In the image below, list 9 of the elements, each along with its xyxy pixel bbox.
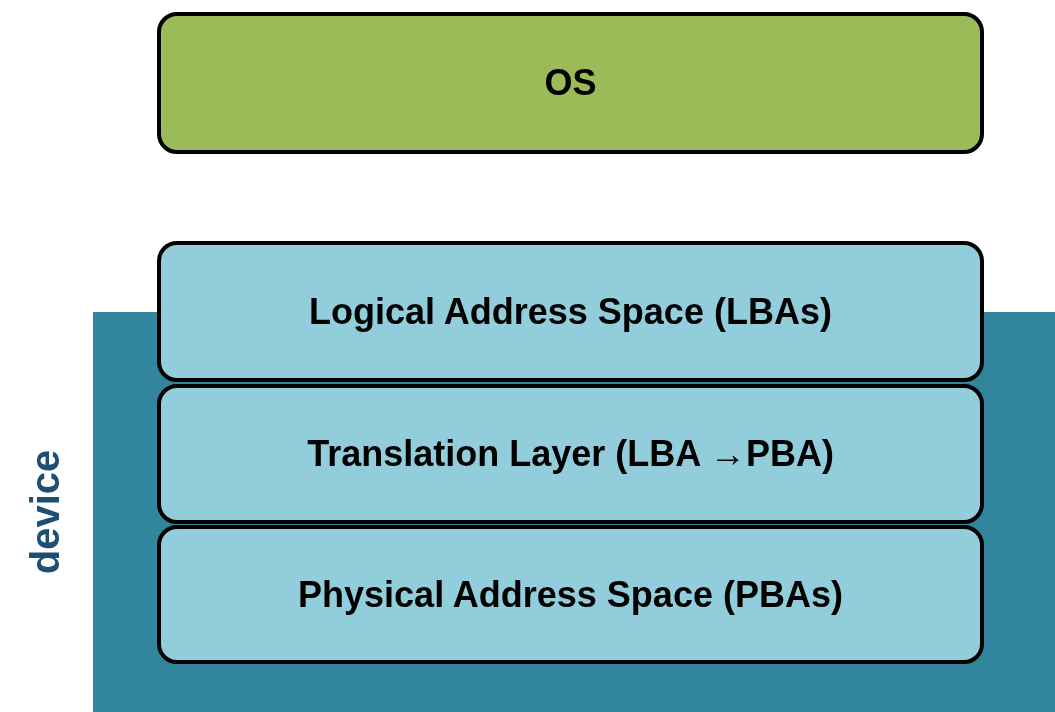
layer-box [157,384,984,524]
layer-label: Logical Address Space (LBAs) [309,290,832,333]
layer-label: Translation Layer (LBA →PBA) [307,433,834,475]
layer-box [157,12,984,154]
layer-label: OS [544,62,597,104]
layer-label: Physical Address Space (PBAs) [298,573,843,616]
layer-box [157,241,984,382]
panel-label: device [22,449,68,575]
layer-box [157,525,984,664]
